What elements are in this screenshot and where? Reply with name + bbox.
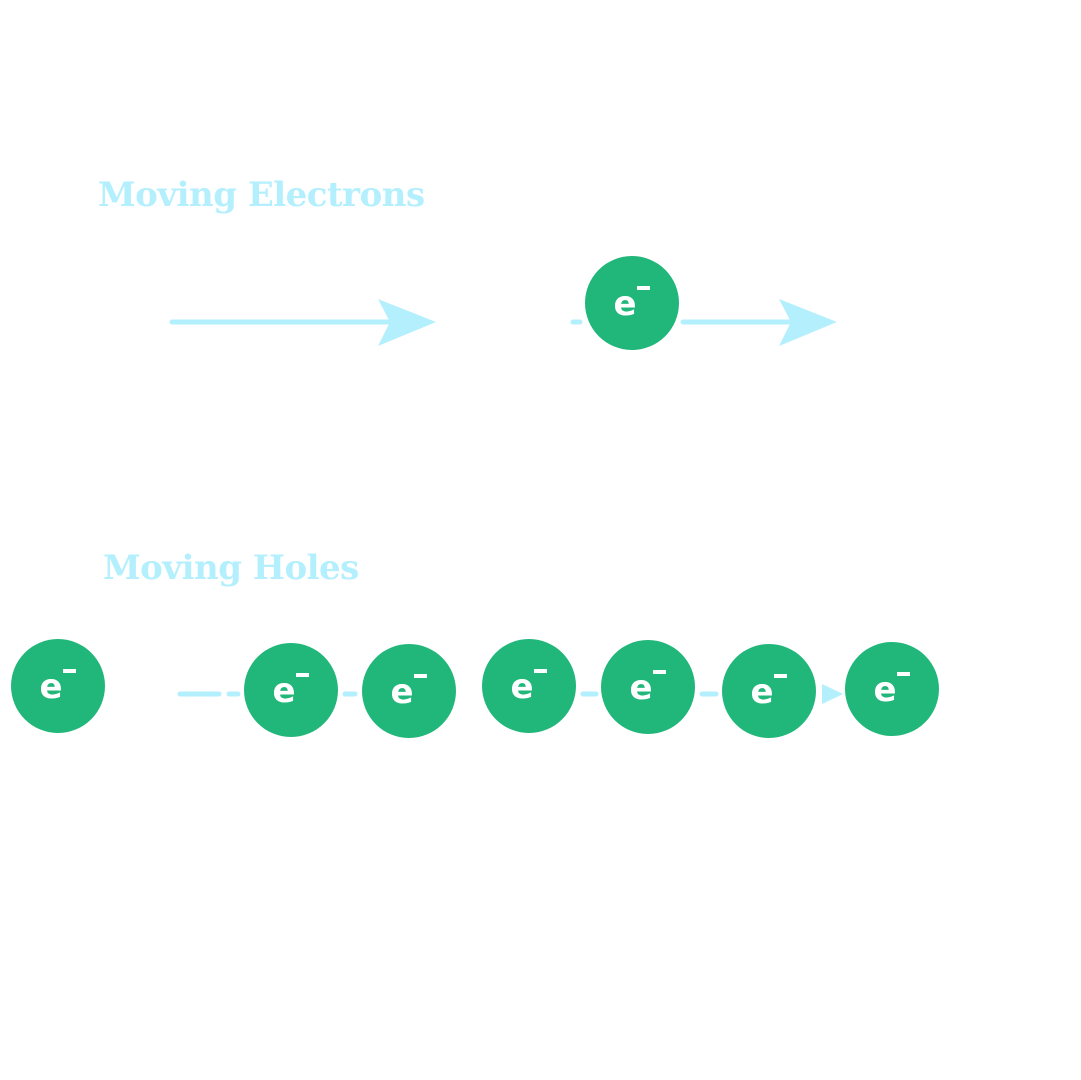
electron: e (585, 256, 679, 350)
electron-minus-sign (637, 286, 650, 290)
title-moving-electrons: Moving Electrons (98, 175, 425, 215)
electron: e (11, 639, 105, 733)
electron: e (845, 642, 939, 736)
electron-circle (244, 643, 338, 737)
electron-letter: e (613, 284, 636, 324)
section-moving-holes: Moving Holes e e (11, 548, 939, 738)
dashed-arrow-head (822, 684, 843, 704)
section-moving-electrons: Moving Electrons e (98, 175, 837, 350)
electron-minus-sign (414, 674, 427, 678)
electron: e (601, 640, 695, 734)
electron-minus-sign (653, 670, 666, 674)
electron-minus-sign (897, 672, 910, 676)
electron-minus-sign (63, 669, 76, 673)
electron-letter: e (873, 670, 896, 710)
arrow-left-head (378, 299, 436, 346)
arrow-left (169, 299, 436, 346)
electron-letter: e (629, 668, 652, 708)
electron-minus-sign (774, 674, 787, 678)
arrow-right (570, 299, 837, 346)
electron-minus-sign (296, 673, 309, 677)
electron: e (244, 643, 338, 737)
electron-circle (11, 639, 105, 733)
title-moving-holes: Moving Holes (103, 548, 359, 588)
electron: e (362, 644, 456, 738)
electron-letter: e (390, 672, 413, 712)
dashed-arrow (177, 684, 843, 704)
electron-circle (585, 256, 679, 350)
electron-letter: e (750, 672, 773, 712)
electron-minus-sign (534, 669, 547, 673)
electron-circle (601, 640, 695, 734)
electron: e (722, 644, 816, 738)
electron-letter: e (510, 667, 533, 707)
electron-letter: e (272, 671, 295, 711)
arrow-right-head (779, 299, 837, 346)
electron-circle (845, 642, 939, 736)
electron-circle (482, 639, 576, 733)
electron-letter: e (39, 667, 62, 707)
electron-circle (722, 644, 816, 738)
electron: e (482, 639, 576, 733)
electron-circle (362, 644, 456, 738)
